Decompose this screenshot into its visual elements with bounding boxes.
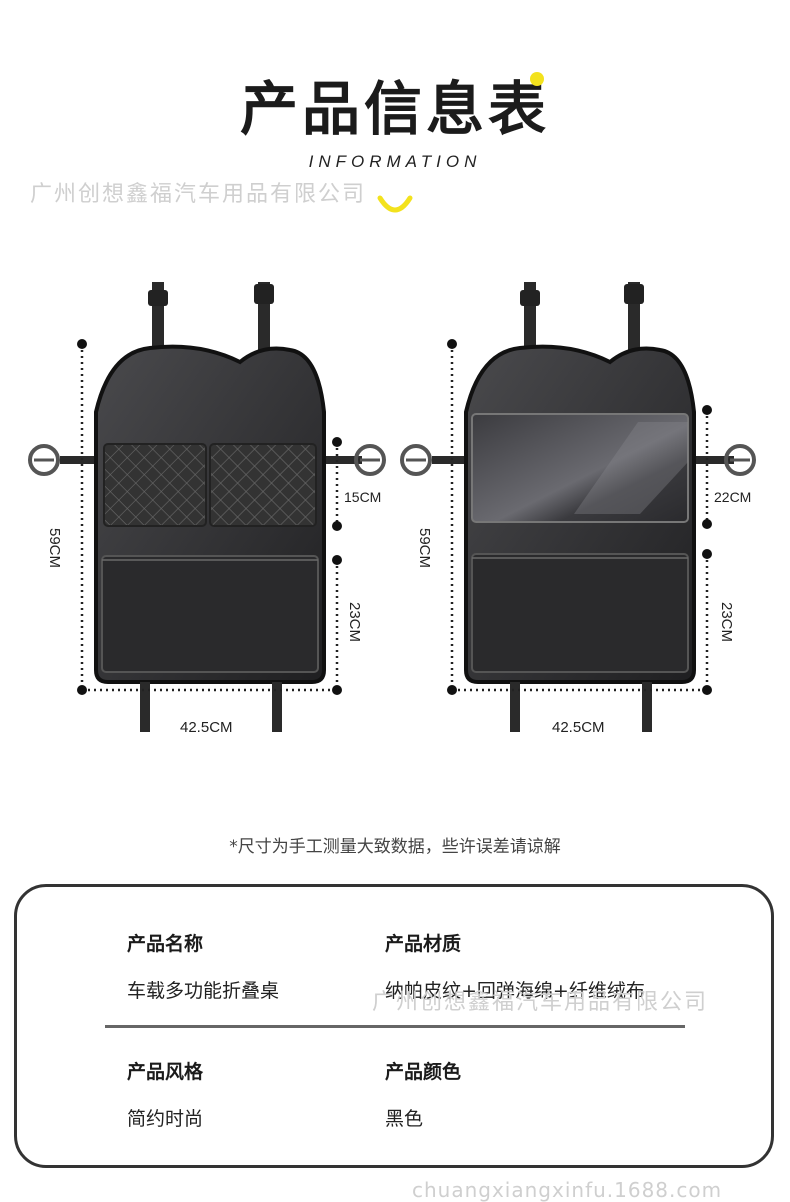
right-hook-left-icon: [400, 444, 432, 476]
right-buckle-right: [624, 284, 644, 304]
left-pocket-lower: [101, 555, 319, 673]
product-dimension-diagram: 15CM 23CM 59CM 42.5CM: [28, 282, 756, 736]
product-color-label: 产品颜色: [385, 1061, 462, 1083]
right-width-dimension: 42.5CM: [552, 719, 605, 736]
watermark-company-2: 广州创想鑫福汽车用品有限公司: [372, 990, 709, 1015]
page-subtitle: INFORMATION: [308, 152, 482, 171]
left-height-dimension: 59CM: [46, 528, 63, 568]
right-buckle-left: [520, 290, 540, 306]
field-product-color: 产品颜色 黑色: [385, 1057, 461, 1131]
product-name-value: 车载多功能折叠桌: [127, 980, 280, 1002]
info-divider: [105, 1025, 685, 1028]
watermark-url: chuangxiangxinfu.1688.com: [412, 1178, 723, 1202]
left-pocket-quilted-2: [209, 443, 317, 527]
product-style-label: 产品风格: [127, 1061, 204, 1083]
right-pocket-lower: [471, 553, 689, 673]
left-hook-left-icon: [28, 444, 60, 476]
right-product: 22CM 23CM 59CM 42.5CM: [400, 282, 756, 736]
left-upper-pocket-dimension: 15CM: [344, 489, 381, 505]
field-product-material: 产品材质 纳帕皮纹+回弹海绵+纤维绒布: [385, 929, 645, 1003]
measurement-note: *尺寸为手工测量大致数据，些许误差请谅解: [229, 837, 561, 857]
right-pocket-clear: [471, 413, 689, 523]
page-title: 产品信息表: [239, 75, 550, 143]
product-color-value: 黑色: [385, 1108, 424, 1130]
smile-icon: [377, 195, 413, 213]
left-buckle-left: [148, 290, 168, 306]
field-product-style: 产品风格 简约时尚: [127, 1057, 203, 1131]
watermark-company: 广州创想鑫福汽车用品有限公司: [30, 182, 367, 207]
right-lower-pocket-dimension: 23CM: [718, 602, 735, 642]
left-product: 15CM 23CM 59CM 42.5CM: [28, 282, 386, 736]
left-pocket-quilted-1: [103, 443, 207, 527]
right-hook-right-icon: [724, 444, 756, 476]
left-hook-right-icon: [354, 444, 386, 476]
product-info-card: 产品名称 车载多功能折叠桌 产品材质 纳帕皮纹+回弹海绵+纤维绒布 产品风格 简…: [14, 884, 774, 1168]
right-upper-pocket-dimension: 22CM: [714, 489, 751, 505]
right-height-dimension: 59CM: [416, 528, 433, 568]
field-product-name: 产品名称 车载多功能折叠桌: [127, 929, 279, 1003]
accent-dot: [530, 72, 544, 86]
product-style-value: 简约时尚: [127, 1108, 204, 1130]
product-material-value: 纳帕皮纹+回弹海绵+纤维绒布: [385, 980, 645, 1002]
left-width-dimension: 42.5CM: [180, 719, 233, 736]
product-name-label: 产品名称: [127, 933, 204, 955]
left-lower-pocket-dimension: 23CM: [346, 602, 363, 642]
left-buckle-right: [254, 284, 274, 304]
product-material-label: 产品材质: [385, 933, 462, 955]
